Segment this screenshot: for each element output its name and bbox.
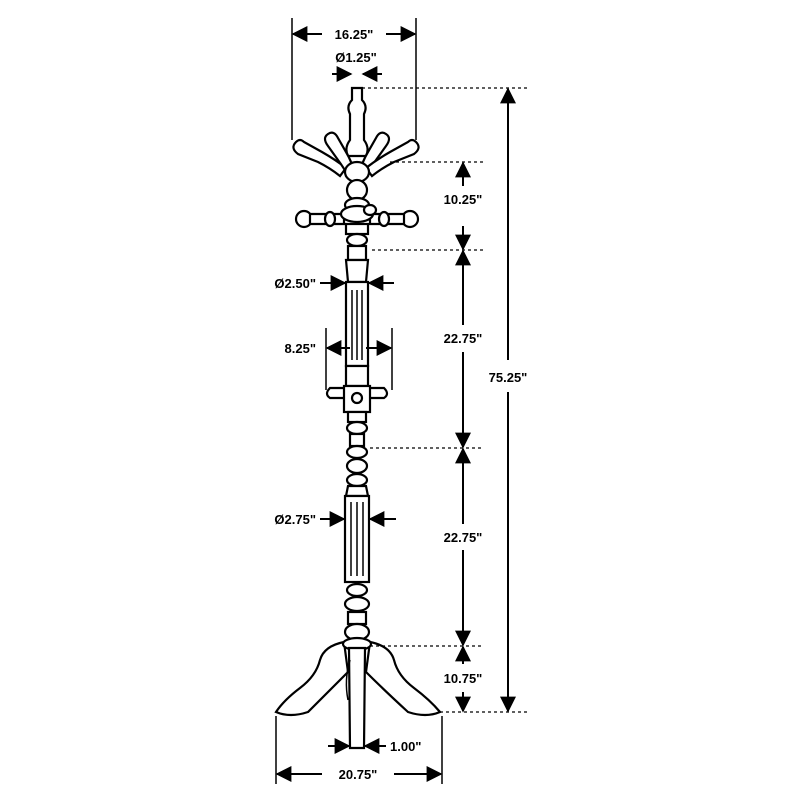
dim-base-width: 20.75" [275, 716, 443, 784]
upper-hooks [292, 131, 420, 178]
dim-lower-post-height: 22.75" [444, 447, 483, 647]
dim-middle-hook-width: 8.25" [285, 328, 393, 390]
tripod-base [274, 636, 442, 750]
label-hook-section-height: 10.25" [444, 192, 483, 207]
top-finial [345, 86, 369, 158]
dim-upper-post-height: 22.75" [444, 249, 483, 449]
label-upper-post-height: 22.75" [444, 331, 483, 346]
label-total-height: 75.25" [489, 370, 528, 385]
dim-leg-thickness: 1.00" [328, 738, 421, 754]
dim-total-height: 75.25" [489, 87, 528, 713]
horizontal-hooks [294, 203, 420, 229]
label-top-diameter: Ø1.25" [335, 50, 377, 65]
label-base-height: 10.75" [444, 671, 483, 686]
middle-hooks [325, 364, 389, 424]
lower-post [343, 484, 371, 642]
label-upper-post-diameter: Ø2.50" [274, 276, 316, 291]
label-middle-hook-width: 8.25" [285, 341, 316, 356]
dim-hook-section-height: 10.25" [444, 161, 483, 251]
label-base-width: 20.75" [339, 767, 378, 782]
upper-post [344, 222, 370, 368]
hook-hub [343, 160, 371, 214]
dim-lower-post-diameter: Ø2.75" [274, 511, 396, 527]
label-lower-post-diameter: Ø2.75" [274, 512, 316, 527]
dim-upper-post-diameter: Ø2.50" [274, 275, 394, 291]
label-leg-thickness: 1.00" [390, 739, 421, 754]
dim-top-width: 16.25" [291, 18, 417, 140]
label-top-width: 16.25" [335, 27, 374, 42]
dim-top-diameter: Ø1.25" [332, 50, 382, 82]
coat-rack-drawing [274, 86, 442, 750]
middle-turnings [345, 420, 369, 488]
dim-base-height: 10.75" [444, 645, 483, 713]
label-lower-post-height: 22.75" [444, 530, 483, 545]
